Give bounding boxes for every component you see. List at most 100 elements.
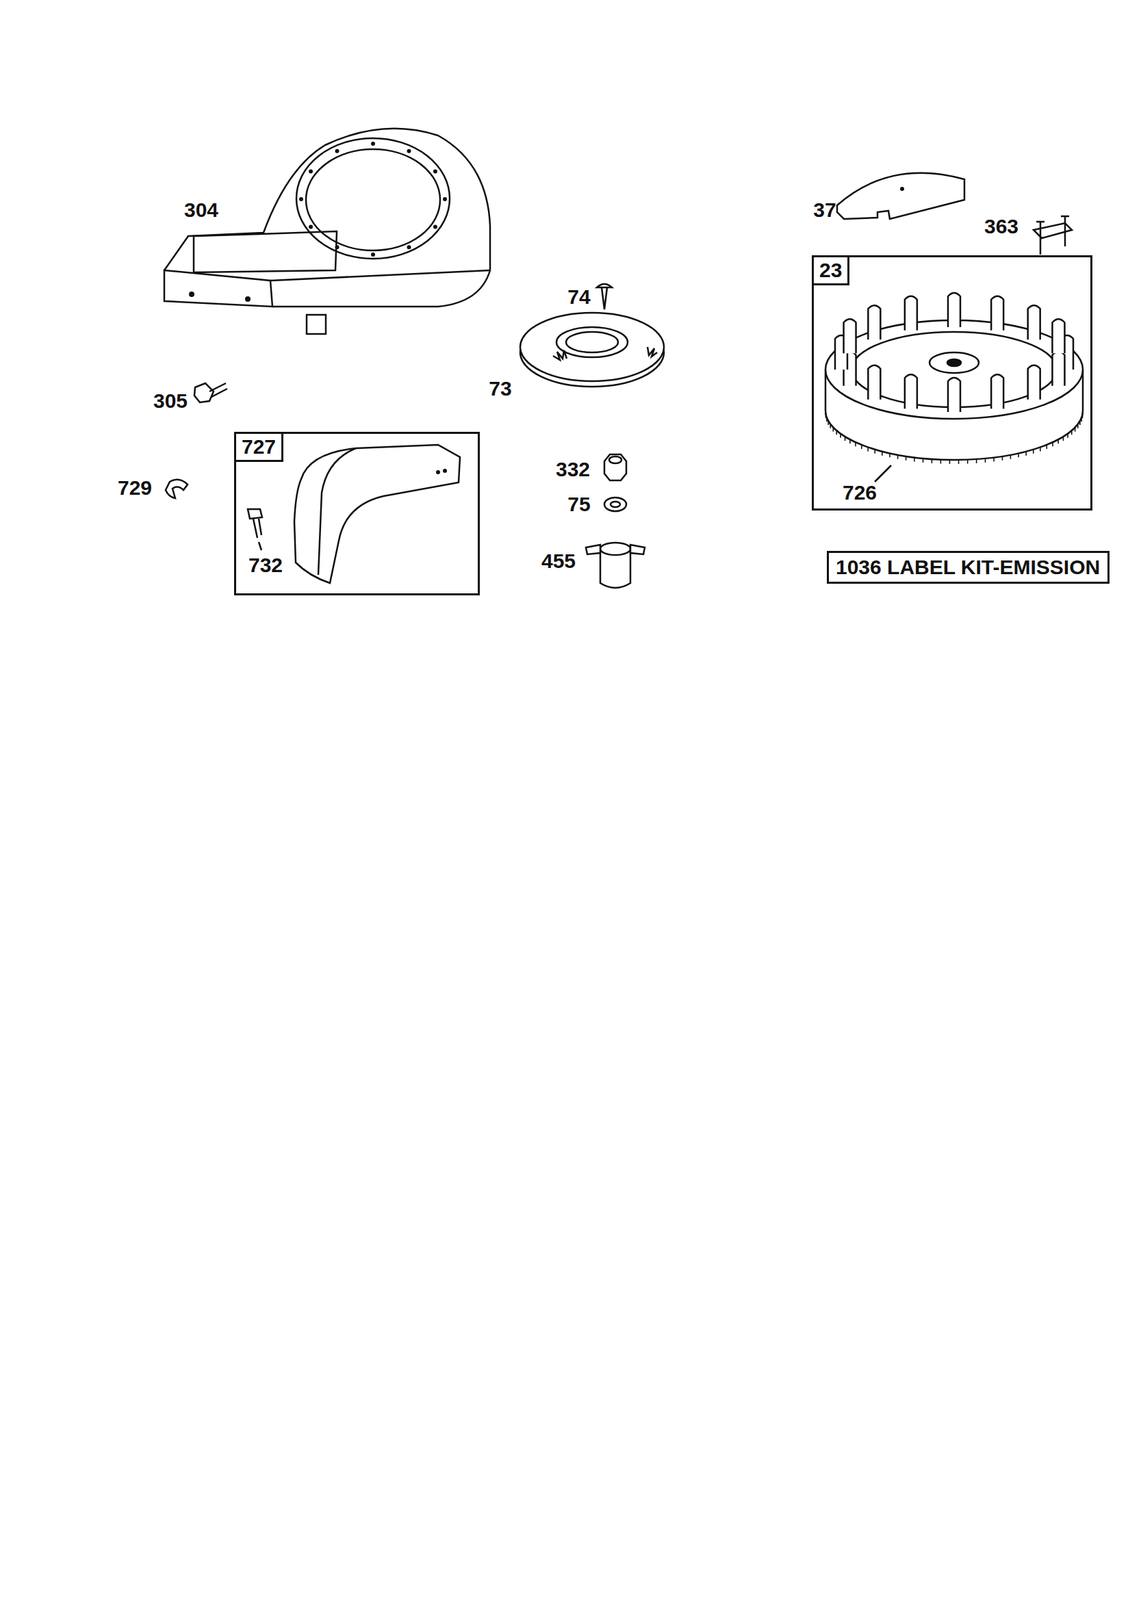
air-guide [294, 444, 460, 584]
housing-edge [270, 270, 491, 281]
screw-shank [253, 518, 262, 538]
ring-gear-tooth [867, 447, 869, 452]
ring-gear-tooth [967, 459, 969, 465]
callout-number: 305 [153, 390, 188, 412]
callout-number: 732 [247, 555, 285, 576]
screw-shank [209, 383, 228, 397]
bracket [1033, 223, 1072, 239]
ring-gear-tooth [958, 459, 960, 465]
callout-number: 75 [567, 494, 591, 515]
flywheel-fin [1052, 351, 1065, 387]
shield [837, 173, 965, 220]
ring-gear-tooth [905, 456, 907, 461]
flywheel-fin [867, 305, 881, 340]
kit-box: 1036 LABEL KIT-EMISSION [826, 550, 1110, 584]
housing-hole [407, 245, 412, 250]
guide-hole [442, 468, 447, 473]
blower-housing [164, 128, 491, 307]
flywheel-fin [991, 374, 1004, 409]
ring-gear-tooth [874, 449, 876, 454]
flywheel-fin [947, 377, 961, 413]
callout-number: 74 [567, 286, 591, 308]
flywheel-fin [843, 318, 857, 354]
leader-line [258, 542, 262, 551]
housing-hole [335, 245, 340, 250]
screw-head [596, 284, 612, 288]
ring-gear-tooth [827, 420, 829, 426]
flywheel-fin [867, 365, 881, 400]
cup-mark [553, 347, 658, 361]
ring-gear-tooth [1074, 427, 1076, 432]
housing-hole [370, 141, 376, 146]
ring-gear-tooth [940, 459, 942, 465]
washer [604, 497, 627, 512]
screw-head [194, 383, 214, 403]
callout-number: 455 [541, 550, 576, 572]
shield-hole [900, 186, 905, 191]
leader-line [874, 465, 892, 482]
ring-gear-tooth [1039, 447, 1042, 452]
housing-hole [308, 169, 313, 174]
starter-cup [520, 312, 664, 382]
ring-gear-tooth [835, 430, 838, 435]
ring-gear-tooth [931, 459, 933, 464]
kit-number: 23 [811, 255, 850, 286]
ring-gear-tooth [913, 457, 916, 462]
ring-gear-tooth [889, 453, 891, 458]
ring-gear-tooth [839, 433, 842, 439]
screen-cup-top [600, 542, 631, 556]
ring-gear-tooth [1045, 444, 1048, 450]
callout-number: 363 [984, 216, 1019, 237]
housing-hole [308, 225, 313, 230]
screw-shank [601, 287, 608, 310]
callout-number: 726 [841, 482, 879, 504]
ring-gear-tooth [1062, 436, 1065, 441]
ring-gear-tooth [984, 458, 987, 463]
flywheel-fin [1052, 318, 1065, 354]
housing-ring-inner [305, 149, 441, 251]
ring-gear-tooth [897, 455, 899, 460]
ring-gear-tooth [849, 439, 851, 444]
housing-hole [188, 291, 195, 298]
ring-gear-tooth [829, 424, 831, 429]
callout-number: 304 [184, 199, 219, 221]
guide-hole [436, 470, 441, 475]
ring-gear-tooth [1080, 417, 1083, 422]
ring-gear-tooth [826, 417, 828, 422]
housing-ring-outer [296, 138, 450, 259]
flywheel-fin [1028, 305, 1041, 340]
air-guide-fold [318, 448, 356, 575]
ring-gear-tooth [854, 442, 857, 447]
flywheel-fin [904, 296, 918, 331]
flywheel-fin [904, 374, 918, 409]
cup-ring [566, 331, 619, 353]
ring-gear-tooth [832, 427, 835, 432]
ring-gear-tooth [881, 451, 883, 456]
ring-gear-tooth [1071, 430, 1073, 435]
ring-gear-tooth [1032, 449, 1035, 454]
ring-gear-tooth [993, 457, 995, 462]
housing-hole [335, 149, 340, 154]
ring-gear-tooth [1079, 420, 1081, 426]
screw-head [247, 509, 263, 519]
ring-gear-tooth [1057, 439, 1059, 444]
ring-gear-tooth [844, 436, 846, 441]
callout-number: 73 [488, 378, 512, 400]
callout-number: 37 [813, 199, 836, 221]
callout-number: 332 [555, 459, 591, 480]
ring-gear-tooth [922, 458, 925, 463]
kit-number: 727 [234, 431, 284, 463]
ring-gear-tooth [1010, 455, 1012, 460]
flywheel-fin [1028, 365, 1041, 400]
flywheel-hub [929, 352, 979, 374]
flywheel-fin [991, 296, 1004, 331]
nut-bore [609, 456, 622, 464]
ring-gear-tooth [976, 459, 978, 464]
kit-frame: 727 732 [234, 431, 480, 596]
kit-frame: 23 726 [811, 255, 1093, 511]
clip [165, 479, 188, 499]
bracket-post [1036, 216, 1070, 255]
housing-hole [407, 149, 412, 154]
ring-gear-tooth [1077, 424, 1079, 429]
